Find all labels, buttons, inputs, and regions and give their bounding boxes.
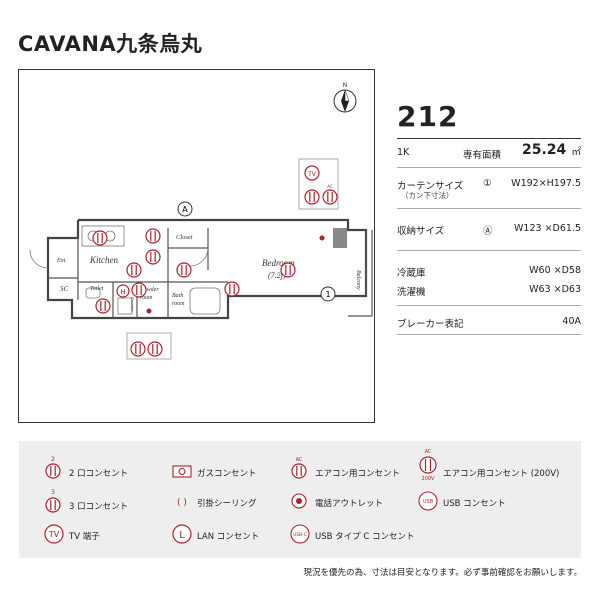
balcony-label: Balcony xyxy=(355,270,361,290)
toilet-label: Toilet xyxy=(90,286,104,292)
ac-200v-outlet-icon: AC 200V xyxy=(419,449,437,482)
bath-label: Bath xyxy=(172,293,183,299)
svg-text:AC: AC xyxy=(296,457,303,463)
washer-label: 洗濯機 xyxy=(397,287,426,298)
outlet-icon xyxy=(126,262,142,278)
kitchen-label: Kitchen xyxy=(89,255,118,265)
counter-label: Counter xyxy=(130,297,135,312)
svg-text:H: H xyxy=(120,288,125,296)
curtain-marker: ① xyxy=(483,178,492,189)
svg-text:3: 3 xyxy=(51,489,55,496)
breaker-label: ブレーカー表記 xyxy=(397,319,464,330)
outlet-icon xyxy=(224,281,240,297)
room-number: 212 xyxy=(397,100,459,133)
curtain-label: カーテンサイズ xyxy=(397,181,464,192)
svg-text:1: 1 xyxy=(325,290,330,299)
ac-outlet-icon xyxy=(322,189,338,205)
north-compass-icon: N xyxy=(333,82,357,113)
disclaimer-note: 現況を優先の為、寸法は目安となります。必ず事前確認をお願いします。 xyxy=(303,568,582,578)
tv-outlet-icon: TV xyxy=(304,165,320,181)
area-unit: ㎡ xyxy=(571,147,581,158)
washer-value: W63 ×D63 xyxy=(529,284,581,295)
breaker-value: 40A xyxy=(562,316,581,327)
outlet-icon xyxy=(176,262,192,278)
area-value: 25.24 xyxy=(522,142,567,158)
svg-text:AC: AC xyxy=(425,449,432,455)
divider xyxy=(397,208,581,209)
outlet-icon xyxy=(92,230,108,246)
curtain-marker-1: 1 xyxy=(320,286,336,302)
svg-text:200V: 200V xyxy=(422,476,436,482)
sc-label: SC xyxy=(60,285,69,293)
outlet-icon xyxy=(145,249,161,265)
usb-c-outlet-icon: USB-C xyxy=(290,524,310,544)
phone-outlet-icon xyxy=(291,493,307,509)
ent-label: Ent. xyxy=(56,258,67,264)
h-outlet-icon: H xyxy=(116,284,130,298)
closet-label: Closet xyxy=(176,234,193,241)
svg-text:( ): ( ) xyxy=(177,498,187,508)
gas-outlet-icon xyxy=(172,465,192,478)
phone-outlet-icon xyxy=(146,308,152,314)
property-title: CAVANA九条烏丸 xyxy=(18,32,203,56)
svg-text:TV: TV xyxy=(48,530,60,539)
fridge-label: 冷蔵庫 xyxy=(397,268,426,279)
layout-value: 1K xyxy=(397,147,410,158)
svg-text:A: A xyxy=(182,205,188,214)
floor-plan-frame xyxy=(18,69,375,423)
outlet-icon xyxy=(280,262,296,278)
divider xyxy=(397,138,581,139)
outlet-2-icon xyxy=(304,189,320,205)
bath-label-2: room xyxy=(172,301,185,307)
storage-value: W123 ×D61.5 xyxy=(514,223,581,234)
outlet-2-icon: 2 xyxy=(45,456,61,479)
outlet-icon xyxy=(95,298,111,314)
storage-label: 収納サイズ xyxy=(397,226,445,237)
storage-marker: Ⓐ xyxy=(483,226,493,237)
svg-text:USB: USB xyxy=(423,499,434,505)
bedroom-label: Bedroom xyxy=(262,258,295,268)
usb-outlet-icon: USB xyxy=(418,491,438,511)
divider xyxy=(397,305,581,306)
bedroom-size-label: (7.2j) xyxy=(268,271,286,280)
divider xyxy=(397,334,581,335)
svg-text:TV: TV xyxy=(307,171,317,178)
svg-text:2: 2 xyxy=(51,456,55,463)
phone-outlet-icon xyxy=(319,235,325,241)
ceiling-hook-icon: ( ) xyxy=(177,498,187,508)
curtain-sub-label: （カン下寸法） xyxy=(401,191,454,200)
storage-marker-a: A xyxy=(177,201,193,217)
lan-outlet-icon: L xyxy=(172,524,192,544)
fridge-value: W60 ×D58 xyxy=(529,265,581,276)
divider xyxy=(397,167,581,168)
outlet-icon xyxy=(145,228,161,244)
svg-text:AC: AC xyxy=(327,184,333,189)
powder-label-2: room xyxy=(140,295,153,301)
north-label: N xyxy=(343,82,348,89)
svg-text:USB-C: USB-C xyxy=(293,532,307,538)
outlet-icon xyxy=(147,341,163,357)
outlet-3-icon: 3 xyxy=(45,489,61,513)
divider xyxy=(397,250,581,251)
powder-label: Powder xyxy=(139,287,159,293)
area-label: 専有面積 xyxy=(463,150,502,161)
curtain-value: W192×H197.5 xyxy=(511,178,581,189)
outlet-icon xyxy=(131,282,147,298)
outlet-icon xyxy=(130,341,146,357)
tv-outlet-icon: TV xyxy=(44,524,64,544)
svg-text:L: L xyxy=(179,530,185,541)
ac-outlet-icon: AC xyxy=(291,457,307,479)
